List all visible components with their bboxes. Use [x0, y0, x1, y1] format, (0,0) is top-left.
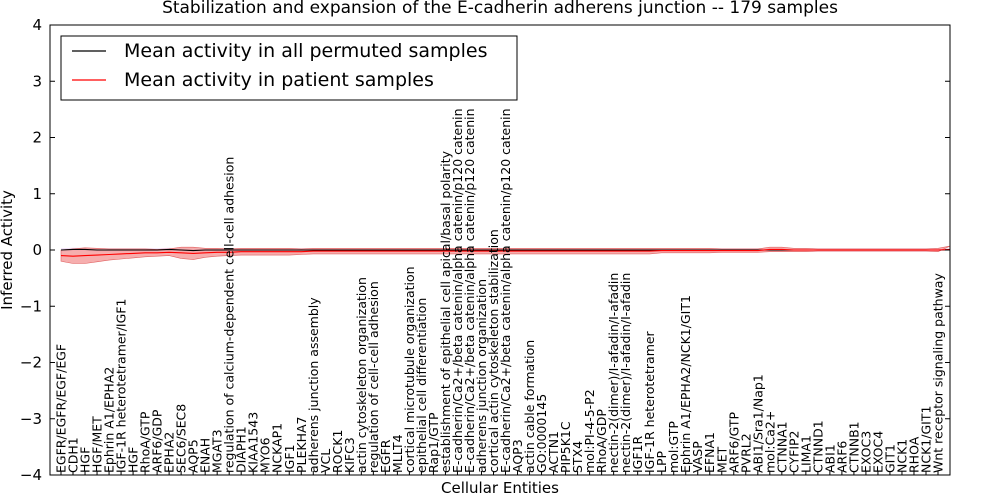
x-tick-label: RhoA/GTP [138, 411, 153, 473]
x-tick-label: IGF-1R heterotetramer [642, 330, 657, 473]
x-tick-label: E-cadherin/Ca2+/beta catenin/alpha caten… [450, 108, 465, 473]
x-tick-label: actin cable formation [522, 340, 537, 473]
x-tick-label: NCKAP1 [270, 423, 285, 473]
legend: Mean activity in all permuted samplesMea… [60, 35, 518, 101]
x-tick-label: LIMA1 [798, 435, 813, 473]
x-tick-label: mol:Ca2+ [762, 411, 777, 473]
y-tick-label: −1 [20, 297, 42, 315]
x-tick-label: RhoA/GDP [594, 409, 609, 473]
y-tick-label: 3 [32, 72, 42, 90]
x-tick-label: actin cytoskeleton organization [354, 277, 369, 473]
x-tick-label: PLEKHA7 [294, 416, 309, 473]
x-tick-label: E-cadherin/Ca2+/beta catenin/alpha caten… [462, 108, 477, 473]
legend-box [60, 35, 518, 101]
x-tick-label: cortical microtubule organization [402, 266, 417, 473]
chart-title: Stabilization and expansion of the E-cad… [162, 0, 838, 18]
x-tick-label: epithelial cell differentiation [414, 298, 429, 473]
x-tick-label: Wnt receptor signaling pathway [931, 273, 946, 473]
y-tick-label: 0 [32, 241, 42, 259]
x-tick-label: CDH1 [66, 437, 81, 473]
x-tick-label: ARF6/GDP [150, 409, 165, 473]
x-tick-label: EFNA1 [702, 432, 717, 473]
y-tick-label: −4 [20, 466, 42, 484]
x-tick-label: EXOC4 [870, 431, 885, 473]
x-tick-label: MGAT3 [210, 429, 225, 473]
x-tick-label: cortical actin cytoskeleton stabilizatio… [486, 229, 501, 473]
x-tick-label: EGFR/EGFR/EGF/EGF [54, 344, 69, 473]
x-tick-label: GO:0000145 [534, 394, 549, 473]
x-tick-label: LPP [654, 450, 669, 473]
x-tick-label: adherens junction organization [474, 279, 489, 473]
x-tick-label: IGF-1R heterotetramer/IGF1 [114, 299, 129, 473]
x-tick-label: RHOA [907, 436, 922, 473]
x-tick-label: IGF1R [630, 435, 645, 473]
x-tick-label: regulation of cell-cell adhesion [366, 281, 381, 473]
x-tick-label: ROCK1 [330, 430, 345, 473]
x-tick-label: adherens junction assembly [306, 297, 321, 473]
x-tick-label: EPHA2 [162, 432, 177, 473]
x-tick-label: Rap1/GTP [426, 412, 441, 473]
x-tick-label: GIT1 [882, 444, 897, 473]
x-tick-label: ENAH [198, 438, 213, 473]
x-tick-label: HGF [126, 447, 141, 473]
x-tick-label: establishment of epithelial cell apical/… [438, 150, 453, 473]
y-tick-label: 1 [32, 185, 42, 203]
x-tick-label: E-cadherin/Ca2+/beta catenin/alpha caten… [498, 108, 513, 473]
y-axis-label: Inferred Activity [0, 190, 16, 310]
x-tick-label: NCK1/GIT1 [919, 406, 934, 473]
x-tick-label: EXOC3 [858, 431, 873, 473]
x-tick-label: MYO6 [258, 437, 273, 473]
y-tick-label: 4 [32, 16, 42, 34]
x-tick-label: CYFIP2 [786, 430, 801, 473]
legend-label-1: Mean activity in all permuted samples [124, 40, 487, 62]
x-tick-label: regulation of calcium-dependent cell-cel… [222, 157, 237, 473]
x-tick-label: HGF [78, 447, 93, 473]
x-tick-label: SEC6/SEC8 [174, 404, 189, 473]
series-2-line [60, 248, 951, 257]
x-tick-label: Ephrin A1/EPHA2/NCK1/GIT1 [678, 295, 693, 473]
x-tick-label: CTNNA1 [774, 421, 789, 473]
x-tick-label: KIAA1543 [246, 412, 261, 473]
x-tick-label: nectin-2(dimer)/I-afadin/I-afadin [606, 273, 621, 473]
x-tick-label: IGF1 [282, 444, 297, 473]
x-tick-label: ABI1 [822, 444, 837, 473]
x-tick-label: NCK1 [895, 439, 910, 473]
x-tick-label: mol:GTP [666, 421, 681, 473]
x-tick-label: PVRL2 [738, 433, 753, 473]
x-tick-label: ACTN1 [546, 431, 561, 473]
x-tick-label: KIFC3 [342, 437, 357, 473]
x-tick-label: CTNNB1 [846, 421, 861, 473]
x-tick-label: Ephrin A1/EPHA2 [102, 367, 117, 473]
y-tick-label: −3 [20, 410, 42, 428]
y-tick-label: −2 [20, 354, 42, 372]
legend-label-2: Mean activity in patient samples [124, 69, 434, 91]
x-tick-label: mol:PI-4-5-P2 [582, 389, 597, 473]
x-tick-label: CTNND1 [810, 420, 825, 473]
y-tick-label: 2 [32, 129, 42, 147]
x-tick-label: MET [714, 446, 729, 473]
x-tick-label: DIAPH1 [234, 426, 249, 473]
x-tick-label: AQP5 [186, 439, 201, 473]
x-axis-label: Cellular Entities [441, 479, 559, 497]
x-tick-label: ABI1/Sra1/Nap1 [750, 374, 765, 473]
x-tick-label: VCL [318, 449, 333, 473]
x-tick-label: EGFR [378, 439, 393, 473]
x-tick-label: MLLT4 [390, 434, 405, 473]
x-tick-label: HGF/MET [90, 416, 105, 473]
x-tick-label: ARF6/GTP [726, 412, 741, 473]
x-tick-label: nectin-2(dimer)/I-afadin/I-afadin [618, 273, 633, 473]
x-tick-label: PIP5K1C [558, 421, 573, 473]
x-tick-label: VASP [690, 441, 705, 473]
x-tick-label: AQP3 [510, 439, 525, 473]
x-tick-label: STX4 [570, 441, 585, 473]
x-tick-label: ARF6 [834, 441, 849, 473]
